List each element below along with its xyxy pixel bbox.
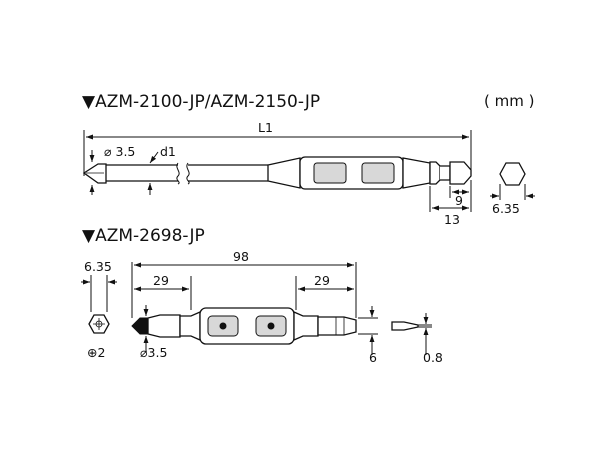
units-label: ( mm ) <box>484 92 534 110</box>
top-bit-taper-left <box>267 157 301 189</box>
dim13-label: 13 <box>444 212 460 227</box>
bottom-bit-left-hex <box>179 310 201 342</box>
bottom-tip-diameter-label: ⌀3.5 <box>140 345 167 360</box>
d1-leader <box>149 151 159 164</box>
top-hex-size-label: 6.35 <box>492 201 520 216</box>
dim29-right-label: 29 <box>314 273 330 288</box>
blade-thickness-label: 0.8 <box>423 350 443 365</box>
top-bit-hex-end <box>429 161 441 185</box>
dim98-label: 98 <box>233 249 249 264</box>
top-bit-taper-right <box>402 157 431 189</box>
blade-side-view <box>391 321 419 331</box>
tip-diameter-label: ⌀ 3.5 <box>104 144 135 159</box>
top-bit-shank-right <box>188 164 268 182</box>
phillips-size-label: ⊕2 <box>87 345 105 360</box>
top-handle-window-1 <box>313 162 347 184</box>
d1-label: d1 <box>160 144 176 159</box>
bottom-bit-phillips-tip <box>131 317 149 335</box>
blade-width-label: 6 <box>369 350 377 365</box>
top-handle-window-2 <box>361 162 395 184</box>
top-bit-tip <box>82 163 107 184</box>
bottom-bit-left-shank <box>147 314 181 338</box>
top-bit-drawing: L1 ⌀ 3.5 d1 9 13 <box>82 120 535 227</box>
shank-break-mark <box>176 162 190 185</box>
bottom-bit-drawing: 6.35 ⊕2 98 29 29 <box>81 249 443 365</box>
top-bit-groove <box>440 165 451 181</box>
bottom-hex-size-label: 6.35 <box>84 259 112 274</box>
title-top: ▼AZM-2100-JP/AZM-2150-JP <box>82 92 320 112</box>
title-bottom: ▼AZM-2698-JP <box>82 226 205 246</box>
phillips-cross-icon <box>93 318 105 330</box>
l1-label: L1 <box>258 120 273 135</box>
dim29-left-label: 29 <box>153 273 169 288</box>
bottom-bit-right-shank <box>317 316 357 336</box>
top-bit-shank-left <box>106 164 178 182</box>
top-hex-cross-section <box>499 162 526 186</box>
dim9-label: 9 <box>455 193 463 208</box>
bottom-bit-right-hex <box>293 310 319 342</box>
top-bit-hex-tip <box>449 161 472 185</box>
